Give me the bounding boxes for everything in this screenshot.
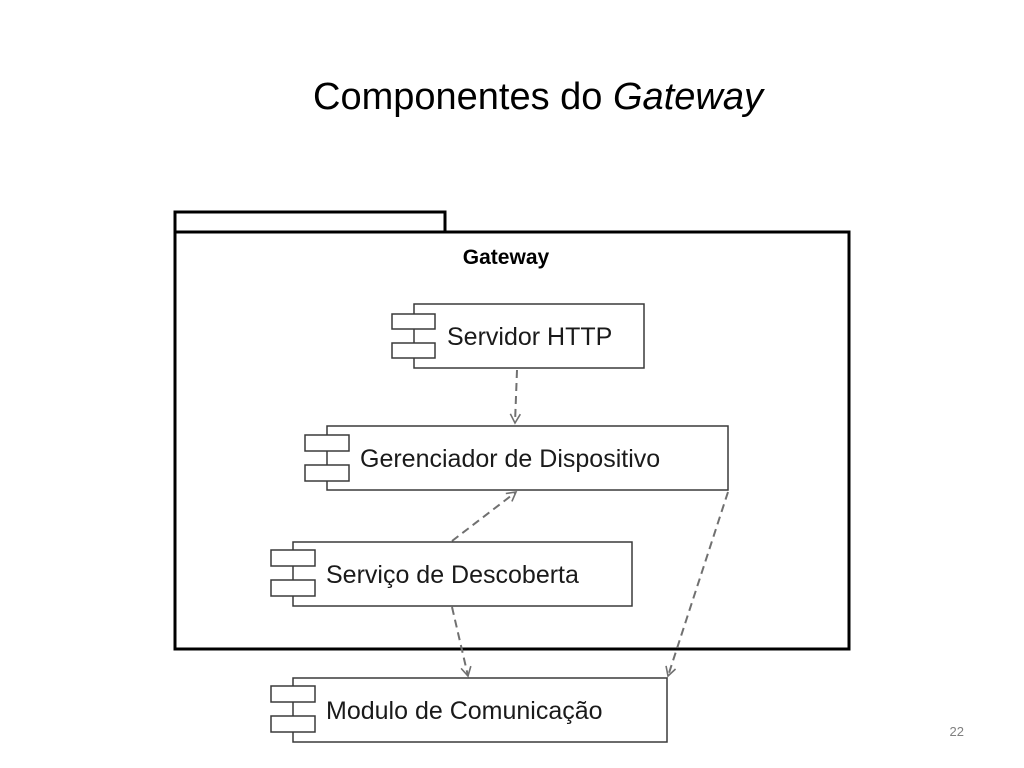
component-box — [326, 425, 729, 491]
page-number: 22 — [949, 724, 964, 739]
dependencies — [451, 369, 729, 678]
dependency-discovery-to-communication — [451, 606, 472, 678]
package-tab — [173, 210, 447, 234]
component-port-icon — [304, 434, 350, 452]
component-discovery-service: Serviço de Descoberta — [270, 541, 633, 607]
component-port-icon — [270, 579, 316, 597]
component-device-manager: Gerenciador de Dispositivo — [304, 425, 729, 491]
component-port-icon — [391, 342, 436, 359]
component-label: Servidor HTTP — [447, 323, 612, 351]
component-port-icon — [304, 464, 350, 482]
dependency-http-to-manager — [509, 369, 522, 425]
slide-title: Componentes do Gateway — [0, 70, 1024, 124]
package-name: Gateway — [463, 246, 550, 269]
slide-title-main: Componentes do — [313, 76, 613, 118]
component-box — [413, 303, 645, 369]
component-port-icon — [391, 313, 436, 330]
component-port-icon — [270, 715, 316, 733]
component-http-server: Servidor HTTP — [391, 303, 645, 369]
component-label: Gerenciador de Dispositivo — [360, 445, 660, 473]
component-box — [292, 541, 633, 607]
component-port-icon — [270, 685, 316, 703]
component-label: Serviço de Descoberta — [326, 561, 579, 589]
component-box — [292, 677, 668, 743]
slide-title-emphasis: Gateway — [613, 76, 763, 118]
component-label: Modulo de Comunicação — [326, 697, 603, 725]
dependency-manager-to-communication — [665, 491, 729, 678]
dependency-discovery-to-manager — [451, 490, 518, 542]
component-port-icon — [270, 549, 316, 567]
component-communication-module: Modulo de Comunicação — [270, 677, 668, 743]
